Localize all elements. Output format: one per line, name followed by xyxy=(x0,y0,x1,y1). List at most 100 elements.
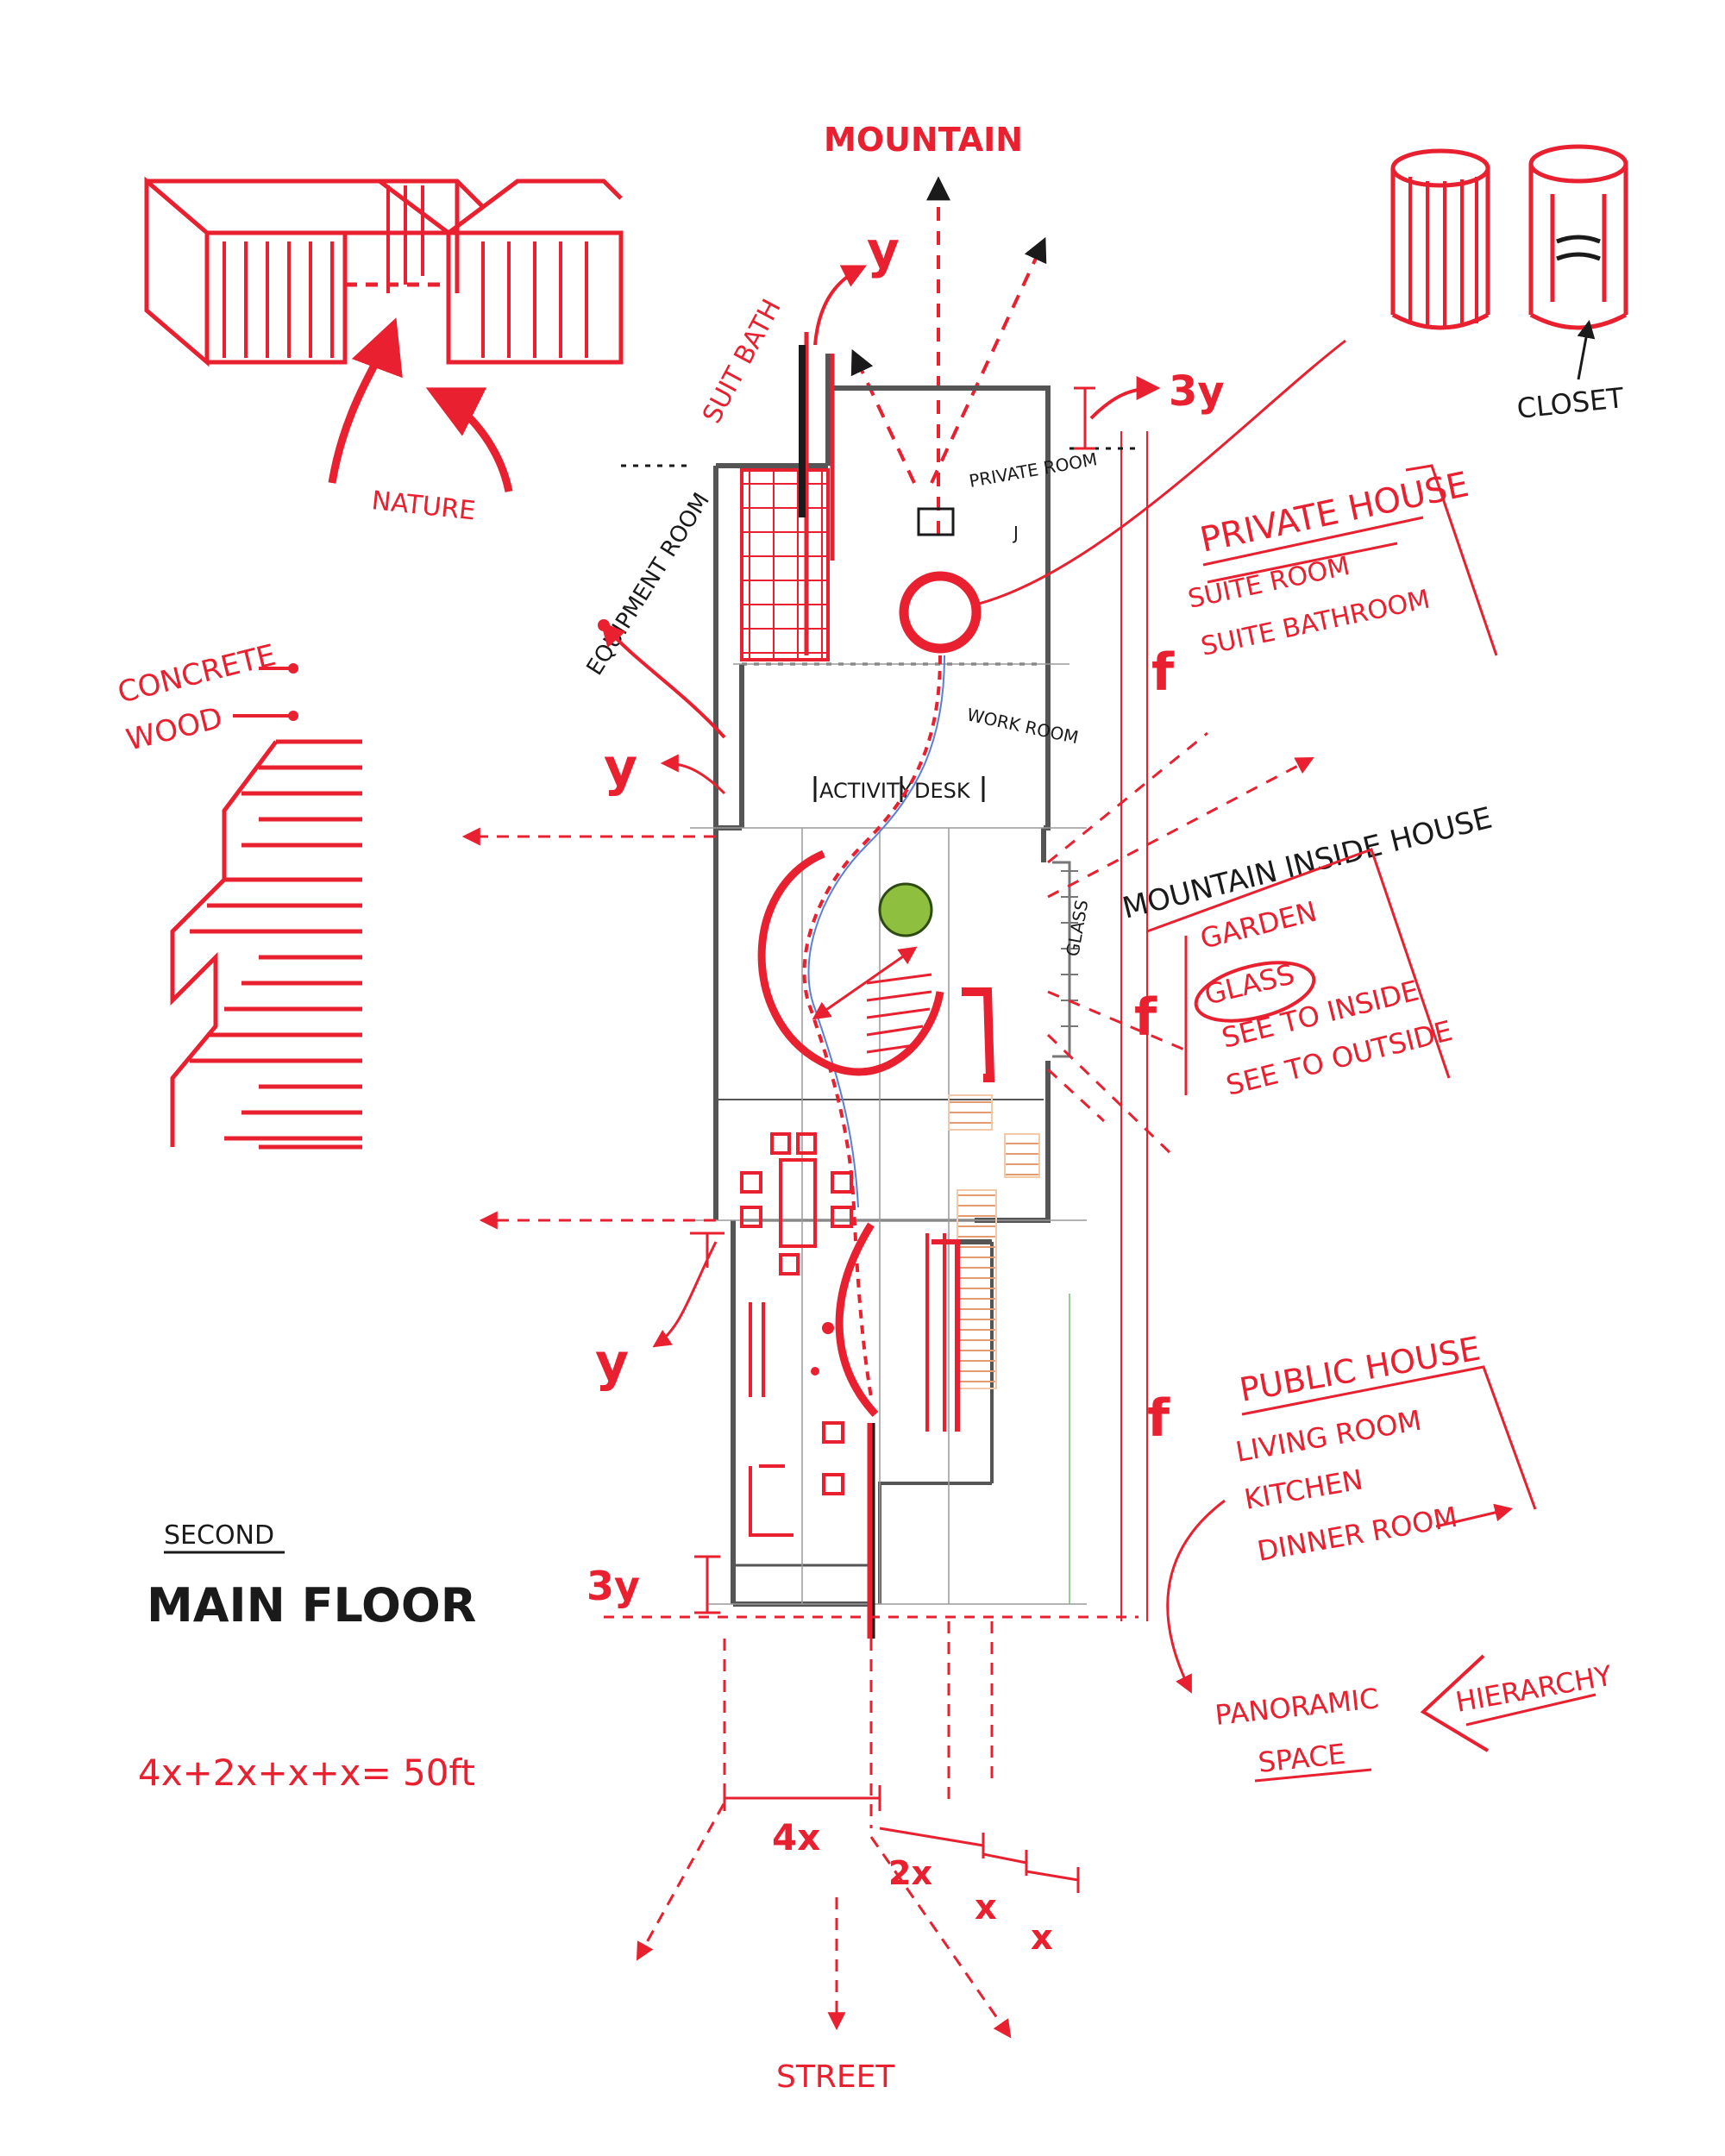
activity-label: ACTIVITY xyxy=(819,779,913,803)
mountain-label: MOUNTAIN xyxy=(824,121,1023,159)
column-dot-2 xyxy=(811,1367,819,1376)
panoramic-connector xyxy=(1166,1499,1226,1694)
public-house-item-2: KITCHEN xyxy=(1242,1463,1365,1516)
mountain-inside-bracket xyxy=(1146,848,1451,1079)
nature-massing-sketch xyxy=(144,176,624,367)
private-house-underline xyxy=(1202,516,1424,584)
y-mid-arrow xyxy=(660,754,726,795)
private-room-label: PRIVATE ROOM xyxy=(968,448,1099,492)
f-upper-label: f xyxy=(1151,642,1175,703)
material-leaders xyxy=(233,667,293,718)
glass-fin xyxy=(962,987,995,1082)
suit-bath-tile-grid xyxy=(740,468,830,661)
street-arrows xyxy=(636,1621,1012,2039)
width-equation: 4x+2x+x+x= 50ft xyxy=(138,1752,475,1794)
material-dot-1 xyxy=(288,663,298,674)
glass-side-label: GLASS xyxy=(1062,899,1092,958)
dim-x2-line xyxy=(1026,1867,1080,1893)
three-y-top-label: 3y xyxy=(1169,367,1225,416)
f-lower-label: f xyxy=(1147,1388,1170,1449)
work-room-dividers xyxy=(813,776,985,802)
dim-2x-label: 2x xyxy=(888,1854,932,1892)
equipment-arrow-dot xyxy=(598,619,610,631)
stepped-wall-elevation xyxy=(170,739,362,1150)
suite-round-wall xyxy=(899,571,982,654)
view-arrow-right xyxy=(930,236,1047,484)
mountain-inside-note: MOUNTAIN INSIDE HOUSE GARDEN GLASS SEE T… xyxy=(1120,800,1496,1101)
mountain-curved-wall xyxy=(757,849,944,1076)
dim-x1-line xyxy=(982,1850,1028,1876)
stair-upper xyxy=(948,1094,993,1131)
equipment-arrow xyxy=(600,621,726,739)
living-furniture xyxy=(749,1302,794,1537)
spiral-circulation-path xyxy=(802,655,942,1398)
stair-lower xyxy=(957,1189,997,1389)
three-y-top-arrow xyxy=(1089,376,1161,420)
garden-tree xyxy=(878,882,933,937)
private-room-bed xyxy=(917,507,955,536)
three-y-bottom-bracket xyxy=(694,1555,720,1614)
hierarchy-chevron xyxy=(1420,1654,1490,1752)
concrete-label: CONCRETE xyxy=(115,638,279,711)
panoramic-label: PANORAMIC xyxy=(1214,1682,1380,1732)
y-top-arrow xyxy=(813,265,868,346)
living-curve-wall xyxy=(835,1222,879,1418)
three-y-bottom-label: 3y xyxy=(586,1563,640,1609)
work-room-label: WORK ROOM xyxy=(965,704,1081,748)
nature-arrows xyxy=(328,317,513,492)
private-house-bracket xyxy=(1405,464,1498,656)
closet-arrow xyxy=(1577,319,1596,380)
dim-4x-line xyxy=(723,1785,881,1811)
view-arrow-left xyxy=(850,348,916,484)
y-mid-label: y xyxy=(604,737,637,798)
public-house-item-3: DINNER ROOM xyxy=(1255,1501,1460,1568)
y-low-bracket xyxy=(690,1232,724,1268)
suit-bath-label: SUIT BATH xyxy=(697,294,787,428)
glass-ticks xyxy=(1061,870,1078,1027)
public-house-arrow xyxy=(1435,1503,1514,1528)
second-label: SECOND xyxy=(164,1520,274,1551)
living-chair-1 xyxy=(822,1421,844,1444)
view-rays xyxy=(1046,731,1314,1157)
main-floor-title: MAIN FLOOR xyxy=(147,1578,476,1633)
nature-label: NATURE xyxy=(370,486,477,526)
public-house-note: PUBLIC HOUSE LIVING ROOM KITCHEN DINNER … xyxy=(1166,1330,1537,1694)
hierarchy-underline xyxy=(1465,1693,1596,1727)
living-chair-2 xyxy=(822,1473,844,1495)
column-dot xyxy=(822,1322,834,1334)
stair-side xyxy=(1004,1133,1040,1178)
kitchen-counter xyxy=(925,1233,946,1432)
dining-furniture xyxy=(740,1132,853,1275)
dim-4x-label: 4x xyxy=(772,1816,820,1858)
material-dot-2 xyxy=(288,711,298,721)
diagonal-dimension xyxy=(812,946,918,1020)
space-underline xyxy=(1254,1768,1372,1783)
closet-sketch xyxy=(1390,144,1628,330)
public-house-title: PUBLIC HOUSE xyxy=(1237,1330,1484,1409)
glass-sidewall xyxy=(1052,861,1071,1058)
desk-label: DESK xyxy=(914,779,971,803)
equipment-room-label: EQUIPMENT ROOM xyxy=(582,488,715,680)
kitchen-island xyxy=(932,1239,960,1432)
glass-highlight xyxy=(1194,961,1316,1023)
y-top-label: y xyxy=(867,221,900,279)
public-house-bracket xyxy=(1241,1365,1537,1510)
wood-label: WOOD xyxy=(123,701,227,758)
dim-x2-label: x xyxy=(1031,1918,1053,1958)
private-house-connector xyxy=(978,339,1346,605)
street-label: STREET xyxy=(776,2059,895,2095)
private-house-title: PRIVATE HOUSE xyxy=(1197,465,1472,561)
private-house-note: PRIVATE HOUSE SUITE ROOM SUITE BATHROOM xyxy=(978,339,1498,662)
three-y-top-bracket xyxy=(1074,386,1095,450)
y-low-label: y xyxy=(595,1332,629,1393)
dim-x1-label: x xyxy=(975,1888,997,1927)
private-room-mark: J xyxy=(1012,523,1019,543)
public-house-item-1: LIVING ROOM xyxy=(1233,1404,1424,1469)
closet-label: CLOSET xyxy=(1515,381,1626,425)
spiral-blue-line xyxy=(807,655,945,1208)
right-reference-line xyxy=(1120,431,1148,1621)
f-middle-label: f xyxy=(1134,987,1157,1048)
suit-bath-wall xyxy=(804,332,835,655)
